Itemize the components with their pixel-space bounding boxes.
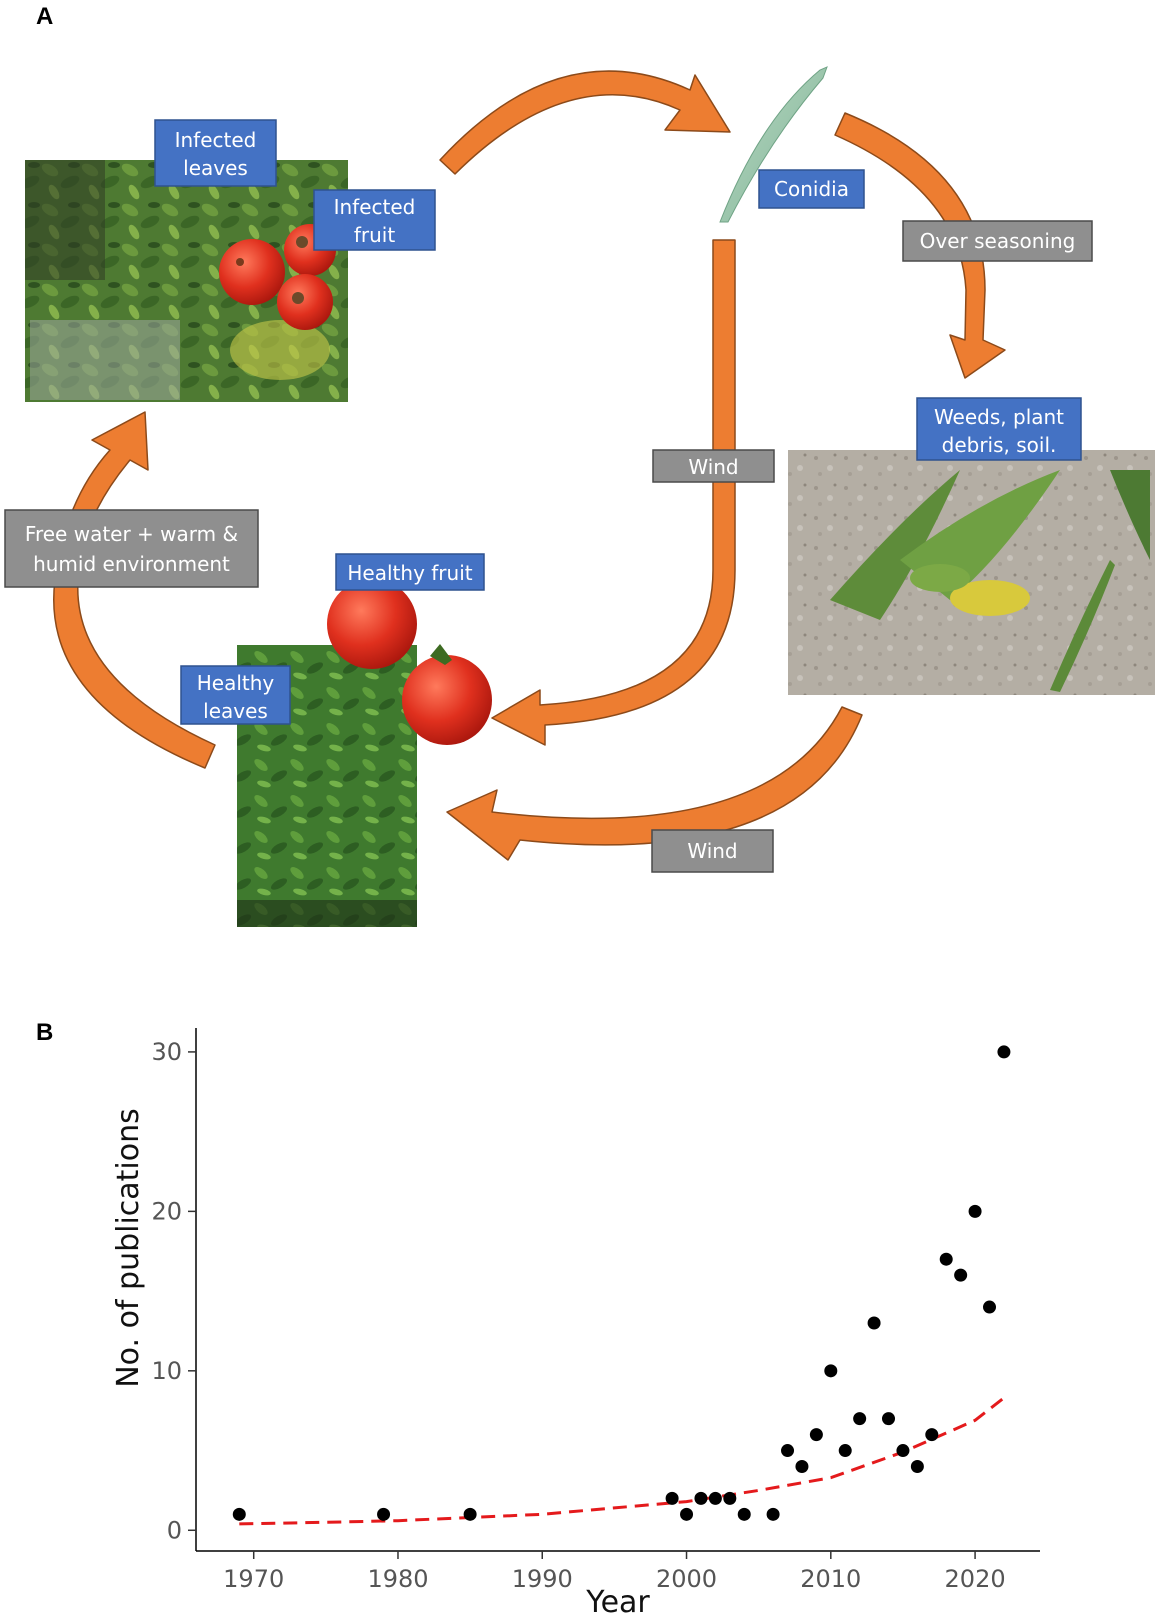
arrow-free-water bbox=[53, 411, 216, 769]
label-wind-bottom: Wind bbox=[651, 829, 774, 873]
data-point bbox=[824, 1364, 838, 1378]
label-infected-fruit: Infected fruit bbox=[313, 189, 436, 251]
data-point bbox=[910, 1459, 924, 1473]
label-over-seasoning: Over seasoning bbox=[902, 220, 1093, 262]
svg-text:Over seasoning: Over seasoning bbox=[920, 229, 1076, 253]
svg-text:Free water + warm &: Free water + warm & bbox=[25, 522, 238, 546]
x-tick-label: 1990 bbox=[512, 1565, 573, 1593]
data-point bbox=[665, 1491, 679, 1505]
data-point bbox=[781, 1444, 795, 1458]
y-tick-label: 10 bbox=[151, 1357, 182, 1385]
data-point bbox=[723, 1491, 737, 1505]
data-point bbox=[766, 1507, 780, 1521]
arrow-wind-vertical bbox=[491, 239, 736, 746]
data-point bbox=[954, 1268, 968, 1282]
panel-a-letter: A bbox=[36, 3, 53, 30]
arrow-to-conidia bbox=[439, 70, 731, 175]
x-tick-label: 1970 bbox=[223, 1565, 284, 1593]
data-point bbox=[838, 1444, 852, 1458]
y-tick-label: 0 bbox=[167, 1516, 182, 1544]
arrow-wind-bottom bbox=[446, 706, 863, 861]
label-wind-vertical: Wind bbox=[652, 449, 775, 483]
data-point bbox=[737, 1507, 751, 1521]
infected-plant-photo bbox=[25, 160, 348, 402]
svg-text:leaves: leaves bbox=[203, 699, 268, 723]
data-point bbox=[795, 1459, 809, 1473]
svg-text:Weeds, plant: Weeds, plant bbox=[934, 405, 1064, 429]
panel-b-letter: B bbox=[36, 1019, 53, 1046]
publications-chart: 0 10 20 30 1970 1980 1990 2000 2010 2020 Year No… bbox=[111, 1028, 1040, 1620]
healthy-tomato bbox=[327, 579, 417, 669]
y-axis-title: No. of publications bbox=[111, 1108, 146, 1388]
data-point bbox=[694, 1491, 708, 1505]
trend-line bbox=[239, 1396, 1005, 1526]
svg-text:Wind: Wind bbox=[688, 455, 738, 479]
svg-text:fruit: fruit bbox=[354, 223, 395, 247]
label-healthy-leaves: Healthy leaves bbox=[180, 665, 291, 725]
y-tick-label: 20 bbox=[151, 1197, 182, 1225]
x-tick-label: 2020 bbox=[945, 1565, 1006, 1593]
svg-text:Conidia: Conidia bbox=[774, 177, 849, 201]
svg-text:Wind: Wind bbox=[687, 839, 737, 863]
data-point bbox=[867, 1316, 881, 1330]
data-point bbox=[939, 1252, 953, 1266]
data-point bbox=[853, 1412, 867, 1426]
data-point bbox=[896, 1444, 910, 1458]
svg-text:debris, soil.: debris, soil. bbox=[942, 433, 1057, 457]
data-points bbox=[232, 1045, 1011, 1521]
infected-tomato bbox=[219, 239, 285, 305]
label-conidia: Conidia bbox=[758, 169, 865, 209]
y-ticks: 0 10 20 30 bbox=[151, 1038, 196, 1544]
conidia-image bbox=[719, 66, 828, 223]
x-tick-label: 2000 bbox=[656, 1565, 717, 1593]
data-point bbox=[463, 1507, 477, 1521]
data-point bbox=[680, 1507, 694, 1521]
data-point bbox=[968, 1204, 982, 1218]
svg-text:Healthy: Healthy bbox=[197, 671, 275, 695]
data-point bbox=[925, 1428, 939, 1442]
svg-text:Infected: Infected bbox=[175, 128, 257, 152]
disease-cycle-diagram: Infected leaves Infected fruit Conidia O… bbox=[4, 66, 1155, 927]
label-infected-leaves: Infected leaves bbox=[154, 119, 277, 187]
svg-text:Healthy fruit: Healthy fruit bbox=[347, 561, 472, 585]
data-point bbox=[708, 1491, 722, 1505]
label-weeds: Weeds, plant debris, soil. bbox=[916, 397, 1082, 461]
infected-tomato bbox=[277, 274, 333, 330]
weeds-soil-photo bbox=[788, 450, 1155, 695]
y-tick-label: 30 bbox=[151, 1038, 182, 1066]
label-healthy-fruit: Healthy fruit bbox=[335, 553, 485, 591]
data-point bbox=[983, 1300, 997, 1314]
data-point bbox=[232, 1507, 246, 1521]
x-tick-label: 2010 bbox=[800, 1565, 861, 1593]
svg-text:humid environment: humid environment bbox=[33, 552, 230, 576]
svg-text:leaves: leaves bbox=[183, 156, 248, 180]
svg-text:Infected: Infected bbox=[334, 195, 416, 219]
healthy-tomato bbox=[402, 655, 492, 745]
data-point bbox=[377, 1507, 391, 1521]
data-point bbox=[809, 1428, 823, 1442]
label-free-water: Free water + warm & humid environment bbox=[4, 509, 259, 588]
data-point bbox=[882, 1412, 896, 1426]
x-axis-title: Year bbox=[585, 1585, 650, 1620]
x-tick-label: 1980 bbox=[367, 1565, 428, 1593]
data-point bbox=[997, 1045, 1011, 1059]
x-ticks: 1970 1980 1990 2000 2010 2020 bbox=[223, 1551, 1006, 1593]
